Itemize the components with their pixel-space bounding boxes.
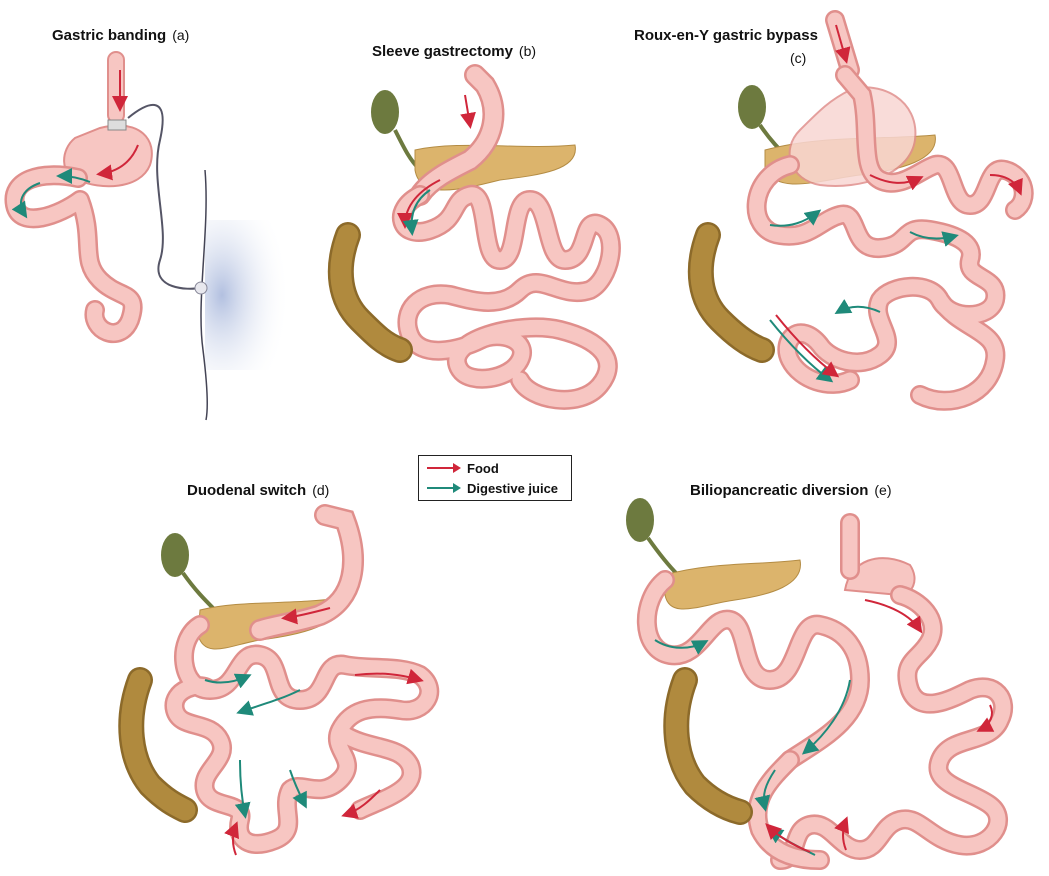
gallbladder-d <box>161 533 189 577</box>
panel-b-title: Sleeve gastrectomy(b) <box>372 43 536 60</box>
panel-c-title: Roux-en-Y gastric bypass <box>634 27 818 44</box>
panel-a-tag: (a) <box>172 27 189 43</box>
panel-e-title: Biliopancreatic diversion(e) <box>690 482 892 499</box>
panel-e-illustration <box>626 498 1003 860</box>
panel-a-illustration <box>14 60 290 420</box>
food-arrow-b1 <box>465 95 470 125</box>
panel-b-illustration <box>341 75 611 400</box>
panel-e-tag: (e) <box>874 482 891 498</box>
panel-c-tag: (c) <box>790 50 806 66</box>
gallbladder-b <box>371 90 399 134</box>
access-port <box>195 282 207 294</box>
panel-c-illustration <box>701 20 1024 401</box>
bypassed-stomach <box>790 87 916 185</box>
legend-item-food: Food <box>425 459 499 477</box>
abdominal-wall-glow <box>205 220 290 370</box>
legend-label-digestive-juice: Digestive juice <box>467 481 558 496</box>
panel-a-title: Gastric banding(a) <box>52 27 189 44</box>
gastric-band <box>108 120 126 130</box>
legend: Food Digestive juice <box>418 455 572 501</box>
panel-d-tag: (d) <box>312 482 329 498</box>
panel-b-tag: (b) <box>519 43 536 59</box>
food-arrow-icon <box>425 462 463 474</box>
pancreas-e <box>665 560 800 609</box>
panel-d-title: Duodenal switch(d) <box>187 482 329 499</box>
legend-label-food: Food <box>467 461 499 476</box>
gallbladder-e <box>626 498 654 542</box>
gallbladder-c <box>738 85 766 129</box>
panel-d-illustration <box>131 515 429 855</box>
juice-arrow-icon <box>425 482 463 494</box>
legend-item-digestive-juice: Digestive juice <box>425 479 558 497</box>
